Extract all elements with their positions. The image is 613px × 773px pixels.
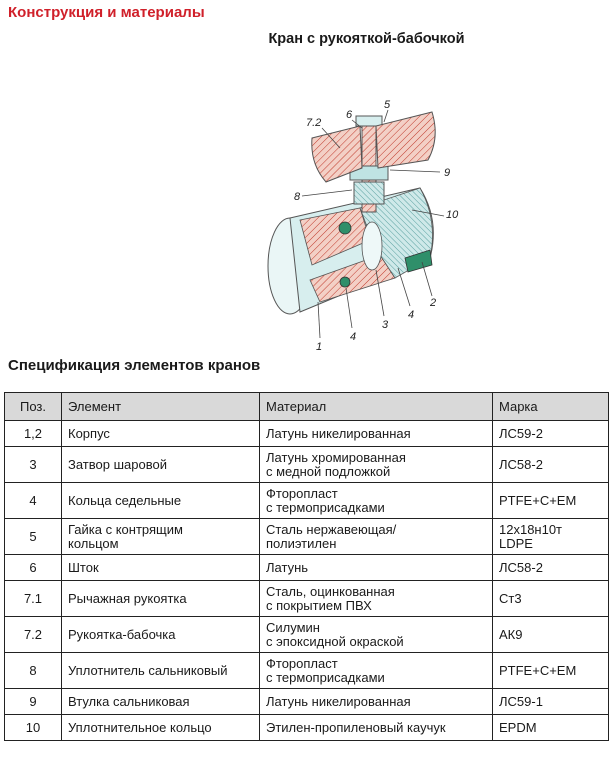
cell-element: Кольца седельные — [61, 482, 260, 519]
cell-material: Этилен-пропиленовый каучук — [259, 714, 493, 741]
cell-pos: 8 — [4, 652, 62, 689]
callout-4a: 4 — [350, 331, 356, 343]
table-row: 5 Гайка с контрящим кольцом Сталь нержав… — [4, 518, 609, 555]
cell-pos: 3 — [4, 446, 62, 483]
callout-7-2: 7.2 — [306, 117, 321, 129]
cell-pos: 9 — [4, 688, 62, 715]
callout-6: 6 — [346, 109, 353, 121]
cell-material: Силумин с эпоксидной окраской — [259, 616, 493, 653]
cell-element: Втулка сальниковая — [61, 688, 260, 715]
callout-5: 5 — [384, 99, 391, 111]
table-row: 4 Кольца седельные Фторопласт с термопри… — [4, 482, 609, 519]
table-row: 8 Уплотнитель сальниковый Фторопласт с т… — [4, 652, 609, 689]
cell-grade: ЛС59-2 — [492, 420, 609, 447]
callout-8: 8 — [294, 191, 301, 203]
cell-element: Шток — [61, 554, 260, 581]
callout-2: 2 — [429, 297, 436, 309]
cell-grade: 12х18н10т LDPE — [492, 518, 609, 555]
cell-material: Латунь хромированная с медной подложкой — [259, 446, 493, 483]
callout-4b: 4 — [408, 309, 414, 321]
cell-pos: 1,2 — [4, 420, 62, 447]
cell-material: Латунь никелированная — [259, 420, 493, 447]
table-row: 7.1 Рычажная рукоятка Сталь, оцинкованна… — [4, 580, 609, 617]
valve-cutaway-diagram: 7.2 6 5 9 8 10 1 4 3 4 2 — [267, 99, 459, 353]
col-header-pos: Поз. — [4, 392, 62, 421]
cell-pos: 6 — [4, 554, 62, 581]
cell-element: Уплотнитель сальниковый — [61, 652, 260, 689]
spec-title: Спецификация элементов кранов — [8, 357, 261, 374]
cell-element: Корпус — [61, 420, 260, 447]
cell-material: Сталь, оцинкованная с покрытием ПВХ — [259, 580, 493, 617]
cell-grade: Ст3 — [492, 580, 609, 617]
cell-pos: 4 — [4, 482, 62, 519]
table-row: 7.2 Рукоятка-бабочка Силумин с эпоксидно… — [4, 616, 609, 653]
callout-1: 1 — [316, 341, 322, 353]
table-row: 3 Затвор шаровой Латунь хромированная с … — [4, 446, 609, 483]
cell-material: Сталь нержавеющая/ полиэтилен — [259, 518, 493, 555]
table-row: 1,2 Корпус Латунь никелированная ЛС59-2 — [4, 420, 609, 447]
table-row: 6 Шток Латунь ЛС58-2 — [4, 554, 609, 581]
callout-9: 9 — [444, 167, 450, 179]
cell-pos: 7.2 — [4, 616, 62, 653]
table-header-row: Поз. Элемент Материал Марка — [4, 392, 609, 421]
cell-grade: ЛС58-2 — [492, 446, 609, 483]
col-header-grade: Марка — [492, 392, 609, 421]
cell-grade: ЛС58-2 — [492, 554, 609, 581]
valve-stem — [349, 115, 389, 213]
cell-material: Латунь никелированная — [259, 688, 493, 715]
cell-element: Рукоятка-бабочка — [61, 616, 260, 653]
cell-grade: EPDM — [492, 714, 609, 741]
cell-grade: PTFE+C+EM — [492, 482, 609, 519]
cell-grade: АК9 — [492, 616, 609, 653]
callout-3: 3 — [382, 319, 389, 331]
cell-grade: ЛС59-1 — [492, 688, 609, 715]
col-header-element: Элемент — [61, 392, 260, 421]
cell-pos: 7.1 — [4, 580, 62, 617]
spec-table: Поз. Элемент Материал Марка 1,2 Корпус Л… — [4, 392, 609, 741]
section-title: Конструкция и материалы — [8, 4, 205, 21]
cell-material: Фторопласт с термоприсадками — [259, 482, 493, 519]
cell-grade: PTFE+C+EM — [492, 652, 609, 689]
cell-element: Гайка с контрящим кольцом — [61, 518, 260, 555]
cell-material: Фторопласт с термоприсадками — [259, 652, 493, 689]
diagram-title: Кран с рукояткой-бабочкой — [268, 31, 465, 47]
table-row: 9 Втулка сальниковая Латунь никелированн… — [4, 688, 609, 715]
cell-element: Затвор шаровой — [61, 446, 260, 483]
col-header-material: Материал — [259, 392, 493, 421]
table-row: 10 Уплотнительное кольцо Этилен-пропилен… — [4, 714, 609, 741]
callout-10: 10 — [446, 209, 459, 221]
butterfly-handle — [311, 111, 436, 183]
cell-element: Уплотнительное кольцо — [61, 714, 260, 741]
cell-pos: 10 — [4, 714, 62, 741]
cell-material: Латунь — [259, 554, 493, 581]
valve-body — [267, 187, 434, 315]
cell-pos: 5 — [4, 518, 62, 555]
cell-element: Рычажная рукоятка — [61, 580, 260, 617]
